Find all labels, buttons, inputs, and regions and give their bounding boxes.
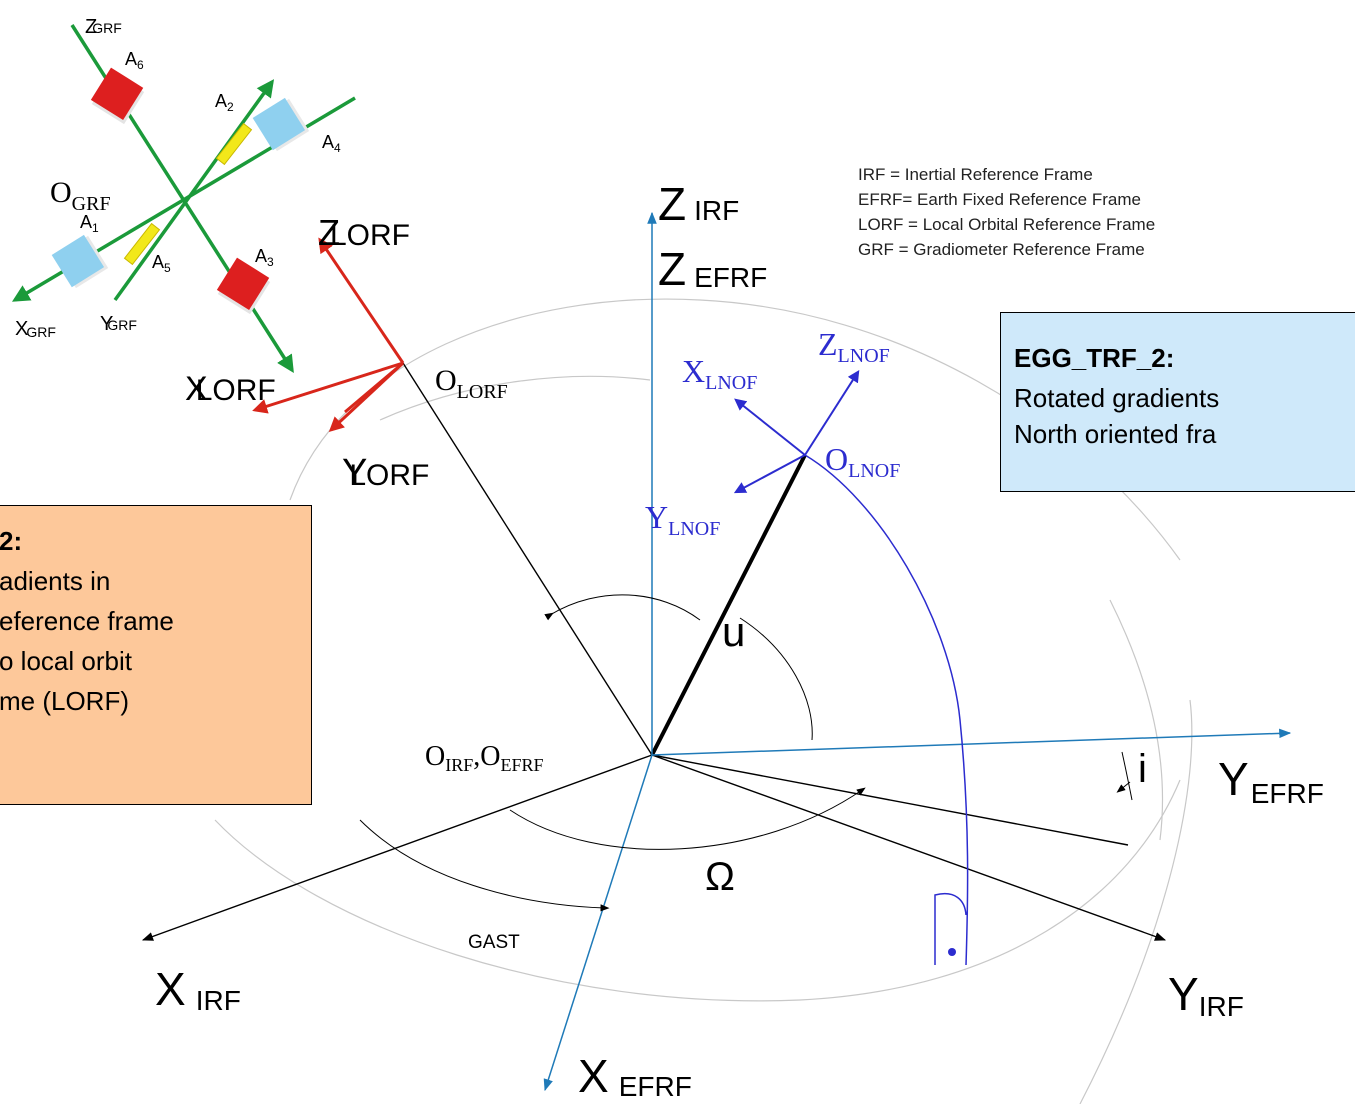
- legend-line-irf: IRF = Inertial Reference Frame: [858, 165, 1093, 184]
- x-lnof-axis: [734, 398, 806, 456]
- x-lorf-axis: [252, 361, 404, 414]
- y-efrf-axis: [651, 728, 1292, 756]
- z-lorf-axis: [318, 237, 405, 364]
- u-label: u: [722, 608, 745, 655]
- i-angle-arrow: [1116, 781, 1131, 793]
- grf-frame: [11, 24, 356, 373]
- o-lnof-label: OLNOF: [825, 441, 900, 482]
- sensor-a2: [215, 122, 253, 166]
- legend: IRF = Inertial Reference Frame EFRF= Ear…: [858, 162, 1155, 262]
- gast-arc: [359, 819, 610, 912]
- left-box-line-3: o local orbit: [0, 646, 132, 676]
- left-box-line-1: adients in: [0, 566, 111, 596]
- a5-label: A5: [152, 252, 171, 275]
- left-box-line-4: me (LORF): [0, 686, 129, 716]
- sphere-top-inner-arc: [379, 375, 651, 421]
- x-efrf-axis: [543, 754, 653, 1092]
- lorf-frame: [252, 237, 405, 433]
- left-box-title: 2:: [0, 526, 23, 556]
- u-angle-arc: [544, 594, 701, 621]
- i-label: i: [1138, 747, 1147, 791]
- sensor-a3: [216, 257, 271, 315]
- origin-label: OIRF,OEFRF: [425, 741, 544, 775]
- upper-right-arc: [739, 617, 813, 741]
- z-lnof-label: ZLNOF: [818, 326, 890, 367]
- angle-arcs: [359, 594, 1133, 912]
- lorf-extra-axis: [344, 361, 404, 414]
- y-irf-label: YIRF: [1168, 968, 1244, 1022]
- sensor-a6: [90, 67, 145, 125]
- y-lnof-axis: [733, 454, 806, 494]
- irf-axes: [141, 362, 1167, 941]
- left-box-line-2: eference frame: [0, 606, 174, 636]
- i-angle-arc: [1121, 751, 1133, 801]
- u-orbit-line: [650, 454, 807, 756]
- x-lorf-label: XLORF: [185, 370, 276, 408]
- right-info-box: EGG_TRF_2: Rotated gradients North orien…: [1000, 312, 1355, 492]
- left-info-box: 2: adients in eference frame o local orb…: [0, 505, 312, 805]
- right-box-line-2: North oriented fra: [1014, 419, 1217, 449]
- x-grf-label: XGRF: [15, 318, 56, 340]
- a1-label: A1: [80, 212, 99, 235]
- lnof-frame: [733, 369, 969, 966]
- sensor-a1: [51, 234, 109, 289]
- y-irf-axis: [651, 754, 1167, 941]
- sphere-equator-arc: [214, 779, 1181, 1002]
- x-lnof-label: XLNOF: [682, 353, 757, 394]
- legend-line-grf: GRF = Gradiometer Reference Frame: [858, 240, 1145, 259]
- meridian-curve: [804, 454, 969, 966]
- sphere-right-arc: [1079, 699, 1193, 1104]
- legend-line-efrf: EFRF= Earth Fixed Reference Frame: [858, 190, 1141, 209]
- y-grf-label: YGRF: [100, 313, 137, 335]
- omega-label: Ω: [705, 855, 735, 899]
- node-line: [651, 754, 1129, 846]
- z-grf-label: ZGRF: [85, 16, 122, 38]
- sphere-right-inner-arc: [1109, 599, 1164, 841]
- omega-arc: [509, 787, 866, 850]
- y-grf-axis: [113, 79, 275, 302]
- z-lnof-axis: [804, 369, 860, 456]
- y-efrf-label: YEFRF: [1218, 753, 1324, 809]
- sensor-a4: [252, 97, 310, 152]
- a6-label: A6: [125, 49, 144, 72]
- y-lnof-label: YLNOF: [645, 499, 720, 540]
- right-angle-dot: [948, 948, 956, 956]
- a3-label: A3: [255, 246, 274, 269]
- sensor-a5: [123, 222, 161, 266]
- right-angle-mark: [934, 893, 967, 965]
- o-grf-label: OGRF: [50, 176, 111, 215]
- lorf-radius-line: [402, 362, 653, 756]
- a2-label: A2: [215, 91, 234, 114]
- right-box-title: EGG_TRF_2:: [1014, 343, 1175, 373]
- legend-line-lorf: LORF = Local Orbital Reference Frame: [858, 215, 1156, 234]
- x-irf-axis: [141, 754, 653, 941]
- z-lorf-label: ZLORF: [318, 212, 410, 253]
- y-lorf-label: YLORF: [342, 452, 429, 494]
- o-lorf-label: OLORF: [435, 364, 508, 403]
- efrf-axes: [543, 211, 1292, 1092]
- a4-label: A4: [322, 132, 341, 155]
- gast-label: GAST: [468, 932, 520, 953]
- right-box-line-1: Rotated gradients: [1014, 383, 1220, 413]
